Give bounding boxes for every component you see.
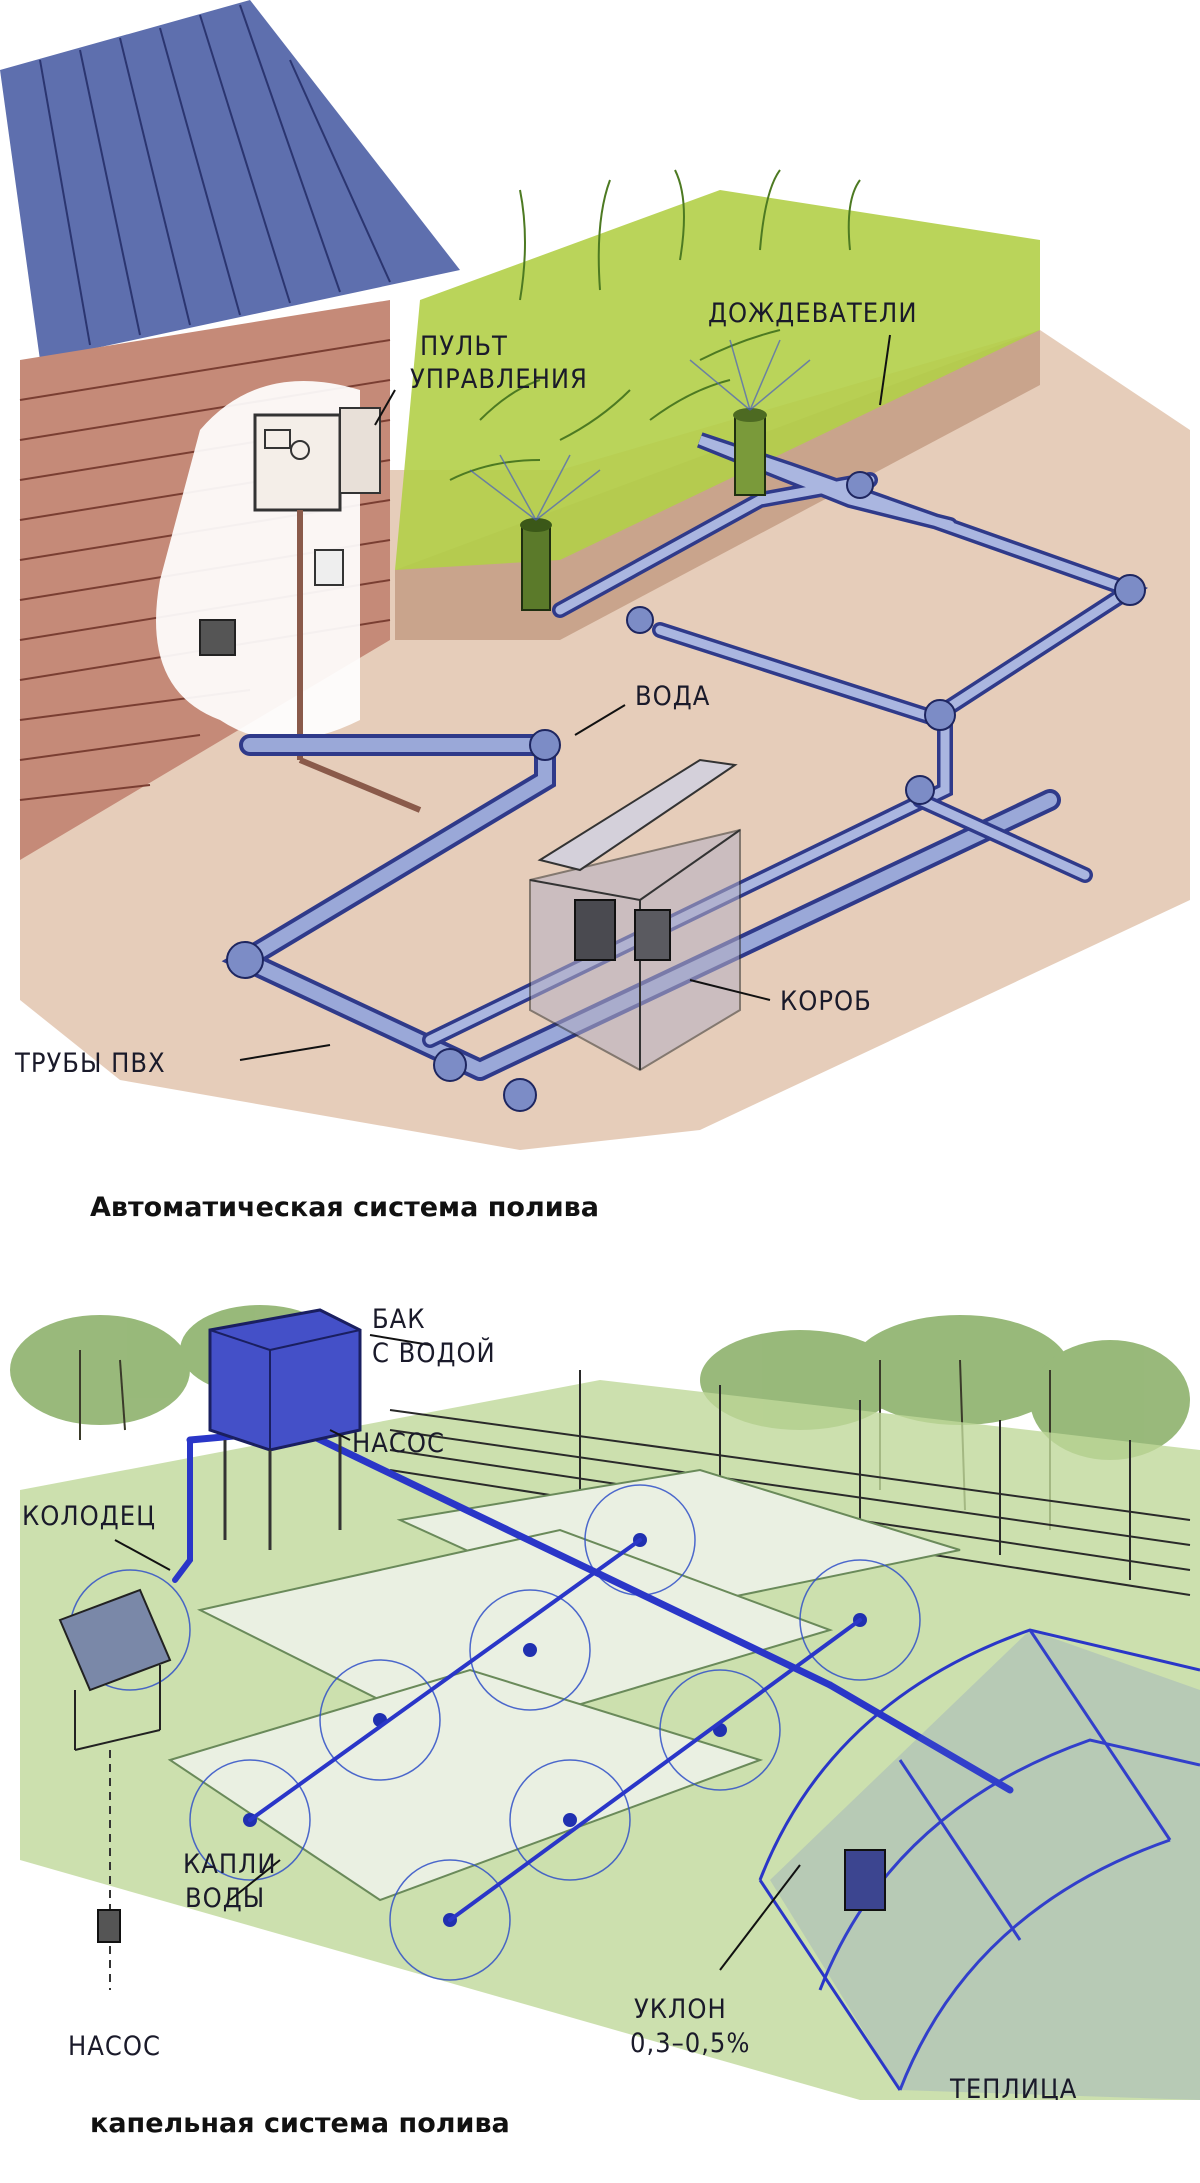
label-sprinklers: ДОЖДЕВАТЕЛИ: [708, 298, 918, 329]
main-greenhouse-line: [826, 1681, 1014, 1794]
sprinkler-left: [520, 518, 552, 611]
pump-box: [529, 758, 741, 1072]
control-panel-dial: [290, 440, 310, 460]
label-greenhouse: ТЕПЛИЦА: [949, 2074, 1077, 2100]
well: [58, 1588, 172, 1990]
label-control-panel-1: ПУЛЬТ: [420, 331, 508, 362]
greenhouse: [758, 1628, 1200, 2100]
garden-beds: [167, 1468, 961, 1902]
wall-vent: [314, 549, 344, 586]
pipe-exit-inner: [915, 795, 1090, 880]
bed-3: [167, 1668, 764, 1902]
pump-unit: [574, 899, 616, 961]
water-tank: [208, 1308, 362, 1550]
valve-unit: [634, 909, 671, 961]
label-tank-1: БАК: [372, 1304, 426, 1335]
drip-irrigation-illustration: БАК С ВОДОЙ НАСОС КОЛОДЕЦ КАПЛИ ВОДЫ НАС…: [0, 1290, 1200, 2183]
label-drops-1: КАПЛИ: [183, 1849, 277, 1880]
label-slope-2: 0,3–0,5%: [630, 2028, 750, 2059]
auto-irrigation-caption: Автоматическая система полива: [90, 1192, 599, 1223]
label-slope-1: УКЛОН: [634, 1994, 727, 2025]
label-control-panel-2: УПРАВЛЕНИЯ: [410, 364, 588, 395]
spray-lines: [469, 339, 811, 521]
control-panel-display: [264, 429, 291, 449]
label-drops-2: ВОДЫ: [185, 1883, 265, 1914]
house-roof: [0, 0, 460, 360]
drip-emitters: [69, 1484, 921, 1981]
well-line: [172, 1437, 193, 1583]
pump-box-lid: [537, 758, 738, 872]
pipe-upper-inner: [425, 435, 1141, 1045]
branch-1: [248, 1538, 642, 1822]
label-well: КОЛОДЕЦ: [22, 1501, 156, 1532]
drip-irrigation-caption: капельная система полива: [90, 2108, 510, 2139]
roof-lines: [39, 4, 391, 346]
auto-irrigation-illustration: ПУЛЬТ УПРАВЛЕНИЯ ДОЖДЕВАТЕЛИ ВОДА КОРОБ …: [0, 0, 1190, 1150]
label-pump-bottom: НАСОС: [68, 2031, 161, 2062]
branch-2: [448, 1618, 862, 1922]
label-pump-top: НАСОС: [352, 1428, 445, 1459]
label-leaders: [239, 334, 891, 1061]
label-tank-2: С ВОДОЙ: [372, 1337, 496, 1369]
wall-socket: [199, 619, 236, 656]
well-pump: [97, 1909, 121, 1943]
auto-irrigation-drawing: ПУЛЬТ УПРАВЛЕНИЯ ДОЖДЕВАТЕЛИ ВОДА КОРОБ …: [0, 0, 1190, 1150]
lawn: [395, 190, 1040, 570]
drip-irrigation-drawing: БАК С ВОДОЙ НАСОС КОЛОДЕЦ КАПЛИ ВОДЫ НАС…: [10, 1304, 1200, 2100]
control-panel-door: [339, 407, 381, 494]
label-water: ВОДА: [635, 681, 710, 712]
soil-ground: [20, 330, 1190, 1150]
raised-bed-soil: [395, 330, 1040, 640]
sprinkler-right: [733, 408, 767, 496]
label-box: КОРОБ: [780, 986, 872, 1017]
control-conduit-2: [298, 757, 422, 813]
bed-2: [197, 1528, 834, 1742]
pipe-fittings: [226, 471, 1146, 1112]
grass-strokes: [449, 169, 861, 481]
greenhouse-barrel: [844, 1849, 886, 1911]
drip-label-leaders: [114, 1334, 801, 1971]
label-pipes: ТРУБЫ ПВХ: [14, 1048, 166, 1079]
